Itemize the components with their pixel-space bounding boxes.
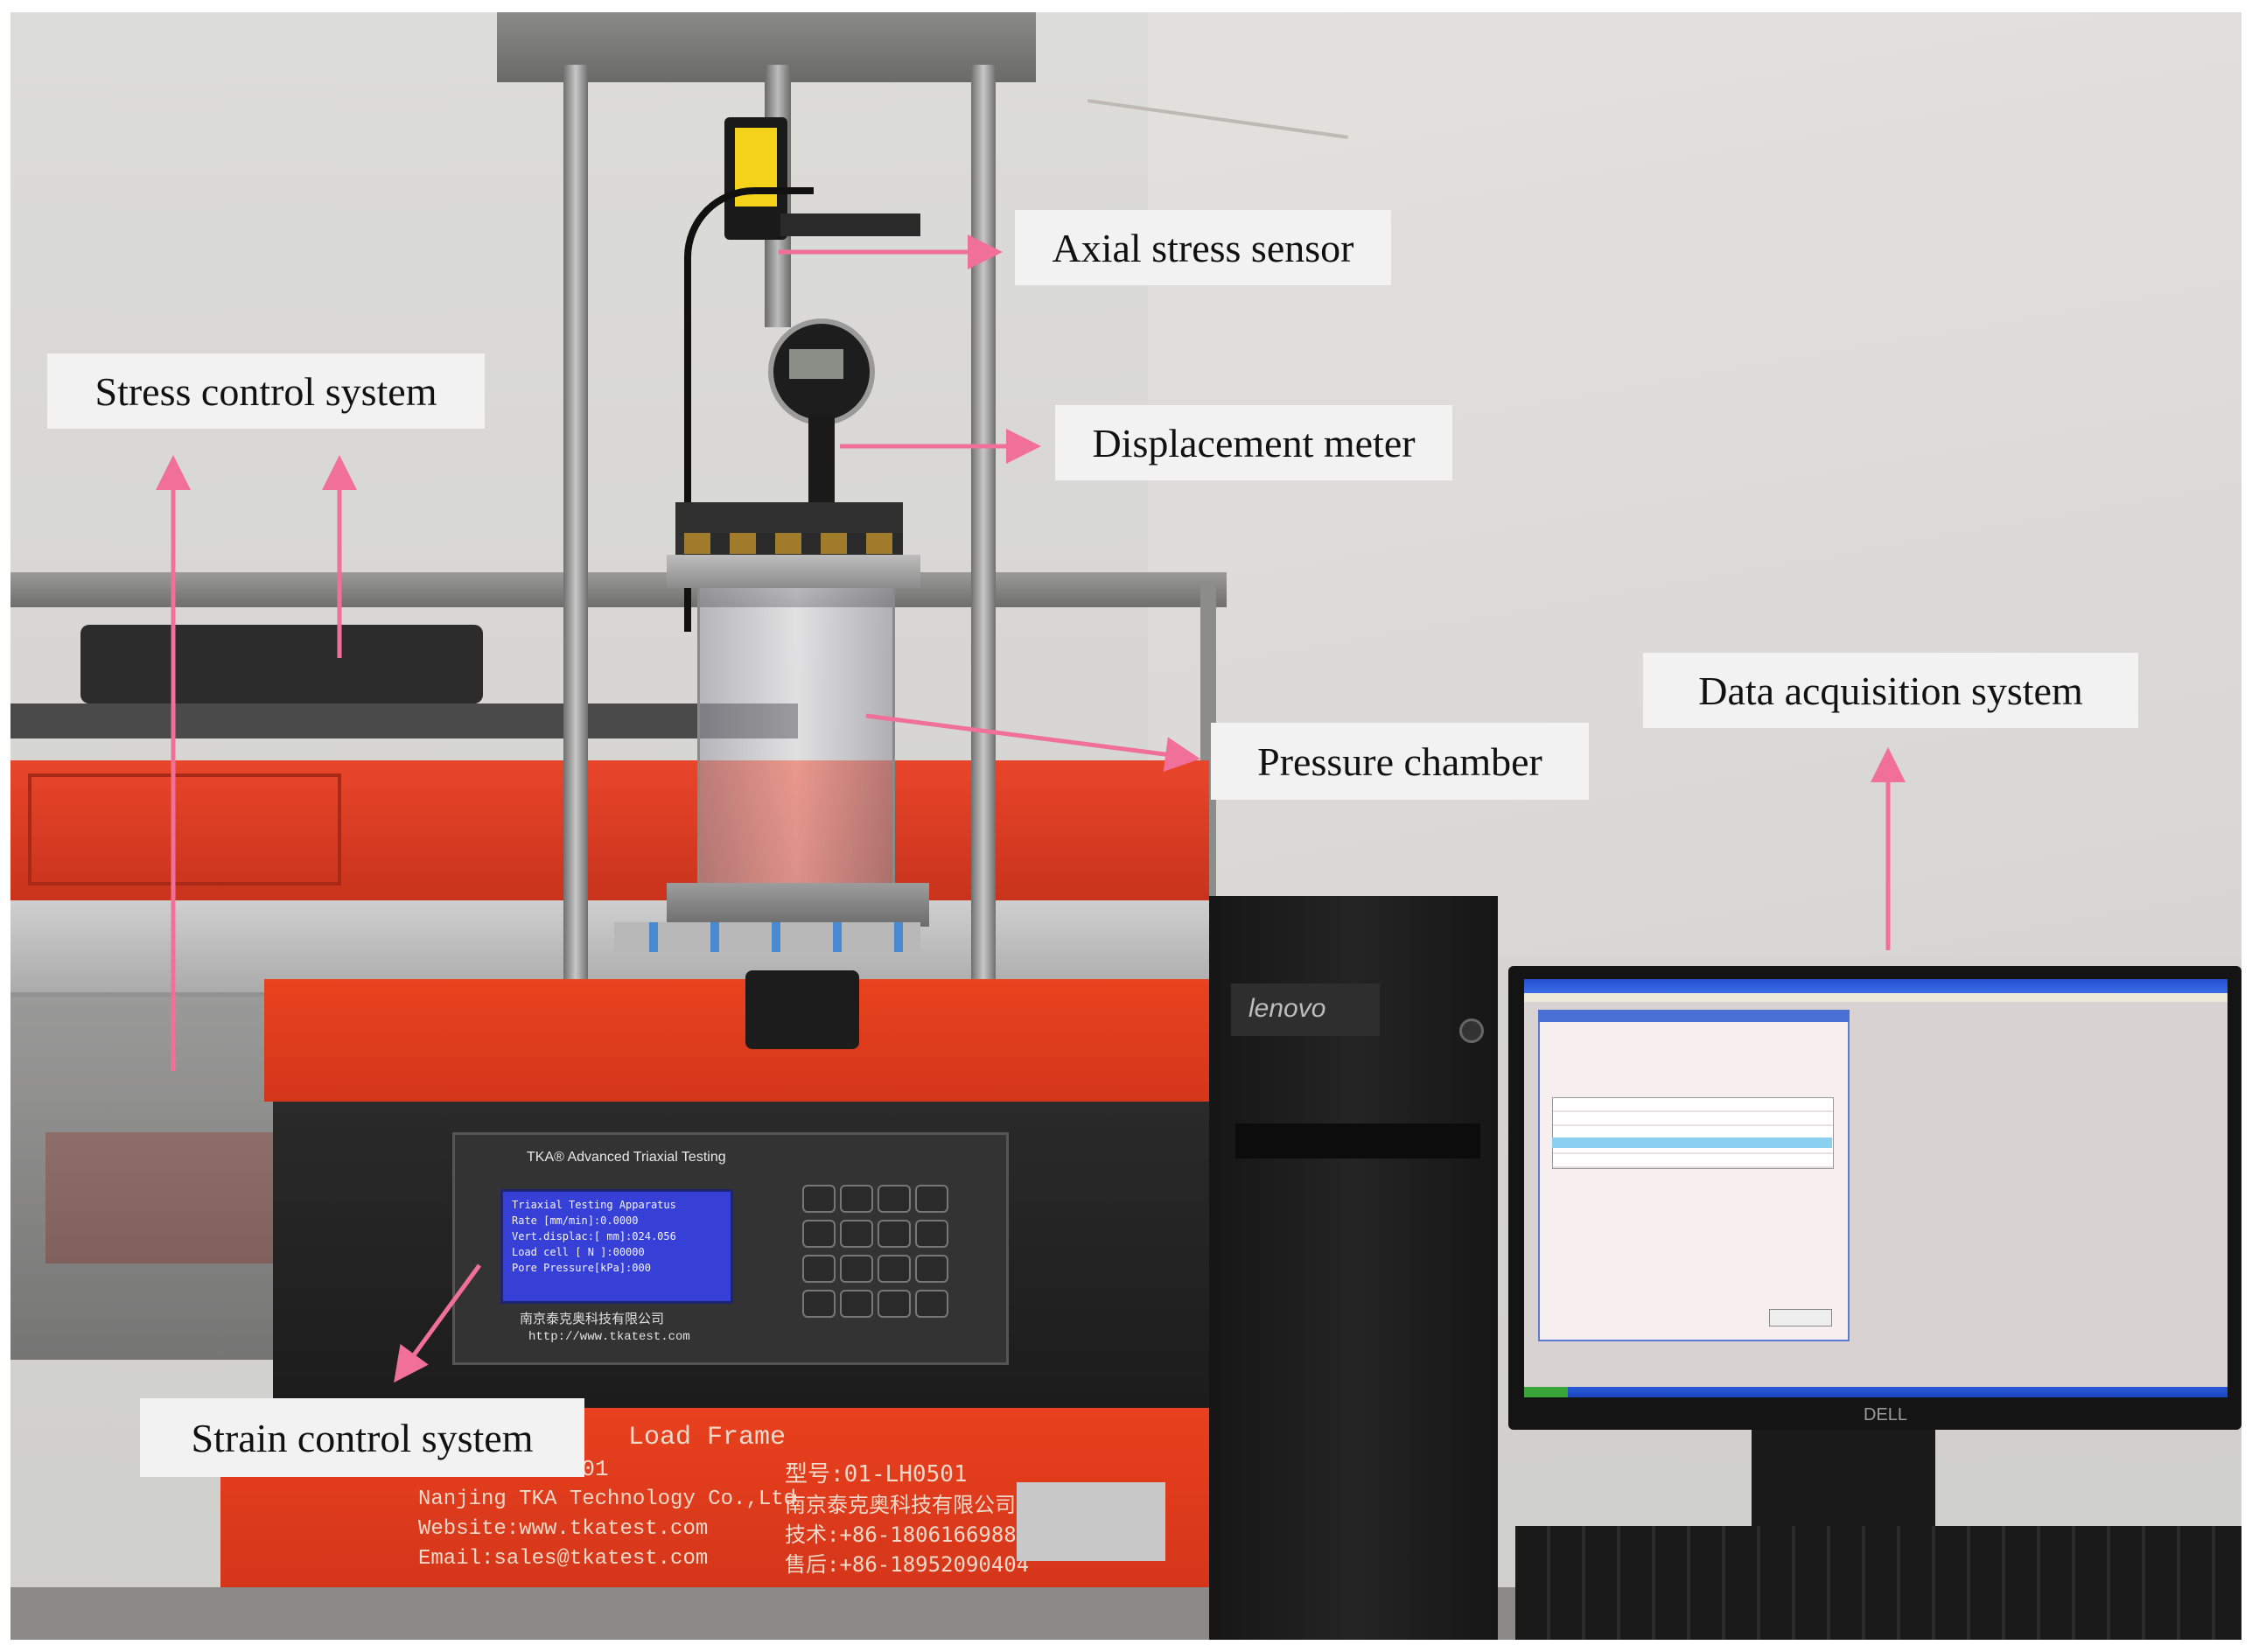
keypad-key[interactable] [915, 1290, 948, 1318]
spec-sticker [1017, 1482, 1165, 1561]
column-right [971, 65, 996, 1036]
machine-top [264, 979, 1209, 1102]
motor-housing [80, 625, 483, 704]
chamber-top-plate [667, 555, 920, 588]
keypad-key[interactable] [840, 1185, 873, 1213]
label-stress-control-system: Stress control system [47, 354, 485, 429]
chamber-base [667, 883, 929, 927]
lower-frame [10, 992, 308, 1360]
keyboard[interactable] [1515, 1526, 2242, 1640]
keypad-key[interactable] [878, 1220, 911, 1248]
monitor-stand [1752, 1430, 1935, 1526]
red-plate [28, 774, 341, 886]
sensor-cable [684, 187, 814, 632]
label-data-acquisition-system: Data acquisition system [1643, 653, 2138, 728]
lcd-title: Triaxial Testing Apparatus [512, 1199, 676, 1211]
pc-brand-plate [1231, 984, 1380, 1036]
keypad-key[interactable] [802, 1255, 836, 1283]
column-left [563, 65, 588, 1036]
dialog-selected-row [1552, 1138, 1832, 1148]
wall-stain [1148, 12, 2242, 957]
rail [10, 704, 798, 738]
lcd-display: Triaxial Testing Apparatus Rate [mm/min]… [500, 1189, 733, 1304]
keypad-key[interactable] [802, 1185, 836, 1213]
taskbar [1524, 1387, 2228, 1397]
panel-load-frame: Load Frame [628, 1423, 787, 1452]
panel-brand: TKA® Advanced Triaxial Testing [527, 1150, 726, 1165]
valves [614, 922, 920, 952]
monitor-brand: DELL [1864, 1405, 1908, 1424]
keypad-key[interactable] [915, 1185, 948, 1213]
panel-company-cn: 南京泰克奥科技有限公司 [520, 1311, 665, 1326]
panel-url: http://www.tkatest.com [528, 1330, 690, 1344]
dialog-button[interactable] [1769, 1309, 1832, 1326]
power-button[interactable] [1459, 1018, 1484, 1043]
keypad-key[interactable] [878, 1185, 911, 1213]
keypad-key[interactable] [878, 1255, 911, 1283]
keypad-key[interactable] [915, 1220, 948, 1248]
pressure-chamber-cylinder [697, 588, 895, 886]
dial-screen [789, 349, 843, 379]
dialog-titlebar [1538, 1010, 1850, 1022]
dialog-window [1538, 1010, 1850, 1341]
label-axial-stress-sensor: Axial stress sensor [1015, 210, 1391, 285]
pc-bay [1235, 1124, 1480, 1158]
panel-company-en: Nanjing TKA Technology Co.,Ltd [418, 1488, 797, 1511]
keypad-key[interactable] [802, 1220, 836, 1248]
keypad-key[interactable] [840, 1255, 873, 1283]
screen-titlebar [1524, 979, 2228, 993]
lcd-row-displacement: Vert.displac:[ mm]:024.056 [512, 1230, 676, 1242]
lcd-row-load: Load cell [ N ]:00000 [512, 1246, 645, 1258]
pc-brand: lenovo [1248, 994, 1326, 1023]
panel-sales: 售后:+86-18952090404 [785, 1552, 1030, 1577]
screen-menubar [1524, 993, 2228, 1002]
lcd-row-pore: Pore Pressure[kPa]:000 [512, 1262, 651, 1274]
start-button[interactable] [1524, 1387, 1568, 1397]
panel-model-cn: 型号:01-LH0501 [785, 1461, 968, 1488]
lcd-row-rate: Rate [mm/min]:0.0000 [512, 1214, 639, 1227]
keypad-key[interactable] [915, 1255, 948, 1283]
panel-tech: 技术:+86-18061669888 [785, 1522, 1030, 1547]
keypad-key[interactable] [802, 1290, 836, 1318]
panel-company-cn2: 南京泰克奥科技有限公司 [785, 1493, 1016, 1517]
keypad-key[interactable] [840, 1220, 873, 1248]
pedestal [745, 970, 859, 1049]
panel-email: Email:sales@tkatest.com [418, 1547, 709, 1571]
label-displacement-meter: Displacement meter [1055, 405, 1452, 480]
brass-nuts [684, 533, 903, 554]
label-pressure-chamber: Pressure chamber [1211, 723, 1589, 800]
rack-top-bar [10, 572, 1227, 607]
red-stress-unit [10, 760, 1209, 900]
label-strain-control-system: Strain control system [140, 1398, 584, 1477]
panel-website: Website:www.tkatest.com [418, 1517, 709, 1541]
keypad-key[interactable] [840, 1290, 873, 1318]
keypad-key[interactable] [878, 1290, 911, 1318]
dialog-table [1552, 1097, 1834, 1169]
